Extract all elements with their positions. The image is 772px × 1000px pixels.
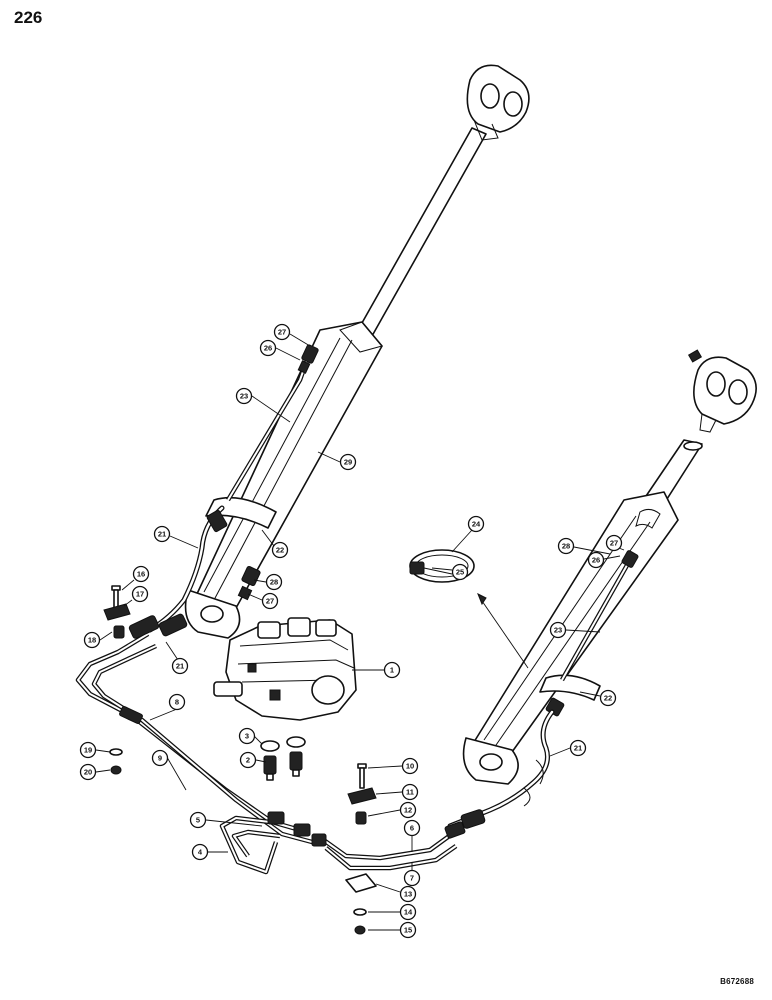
callout-3: 3 [238,727,256,745]
svg-text:15: 15 [404,926,412,935]
callout-10: 10 [401,757,419,775]
svg-text:1: 1 [390,666,394,675]
svg-text:24: 24 [472,520,481,529]
callout-26-right: 26 [587,551,605,569]
svg-text:13: 13 [404,890,412,899]
callout-15: 15 [399,921,417,939]
callout-7: 7 [403,869,421,887]
svg-text:23: 23 [240,392,248,401]
callout-21-lower: 21 [171,657,189,675]
callout-11: 11 [401,783,419,801]
callout-17: 17 [131,585,149,603]
svg-text:26: 26 [592,556,600,565]
svg-text:27: 27 [266,597,274,606]
callout-8: 8 [168,693,186,711]
leader-lines [95,333,625,931]
callout-29: 29 [339,453,357,471]
callout-21-upper: 21 [153,525,171,543]
svg-text:12: 12 [404,806,412,815]
callout-1: 1 [383,661,401,679]
svg-text:21: 21 [158,530,166,539]
svg-text:10: 10 [406,762,414,771]
svg-text:7: 7 [410,874,414,883]
svg-text:26: 26 [264,344,272,353]
callout-14: 14 [399,903,417,921]
svg-text:19: 19 [84,746,92,755]
callout-6: 6 [403,819,421,837]
callout-20: 20 [79,763,97,781]
svg-text:25: 25 [456,568,464,577]
callout-28-left: 28 [265,573,283,591]
control-valve [213,617,357,721]
svg-text:11: 11 [406,788,414,797]
callout-16: 16 [132,565,150,583]
svg-text:3: 3 [245,732,249,741]
drawing-id: B672688 [720,977,754,986]
svg-text:21: 21 [176,662,184,671]
callout-4: 4 [191,843,209,861]
svg-text:21: 21 [574,744,582,753]
hardware-left [103,585,131,775]
callout-22-left: 22 [271,541,289,559]
svg-text:22: 22 [276,546,284,555]
svg-text:6: 6 [410,824,414,833]
svg-text:5: 5 [196,816,200,825]
left-cylinder [147,64,530,639]
callout-18: 18 [83,631,101,649]
callout-27-left-bottom: 27 [261,592,279,610]
right-cylinder [447,349,757,829]
callout-23-right: 23 [549,621,567,639]
svg-text:9: 9 [158,754,162,763]
svg-text:8: 8 [175,698,179,707]
svg-text:23: 23 [554,626,562,635]
callout-23-left: 23 [235,387,253,405]
svg-text:2: 2 [246,756,250,765]
svg-text:27: 27 [278,328,286,337]
svg-text:28: 28 [270,578,278,587]
svg-text:18: 18 [88,636,96,645]
svg-text:16: 16 [137,570,145,579]
callout-5: 5 [189,811,207,829]
hardware-center [345,763,377,935]
tube-assemblies [75,613,466,875]
callout-25: 25 [451,563,469,581]
page-number: 226 [14,8,43,27]
callout-21-right: 21 [569,739,587,757]
callout-9: 9 [151,749,169,767]
svg-text:14: 14 [404,908,413,917]
callout-24: 24 [467,515,485,533]
svg-text:17: 17 [136,590,144,599]
svg-text:29: 29 [344,458,352,467]
svg-text:27: 27 [610,539,618,548]
svg-text:22: 22 [604,694,612,703]
callout-28-right: 28 [557,537,575,555]
callout-19: 19 [79,741,97,759]
callout-26-left: 26 [259,339,277,357]
callout-27-right: 27 [605,534,623,552]
callout-2: 2 [239,751,257,769]
callout-12: 12 [399,801,417,819]
svg-text:20: 20 [84,768,92,777]
callout-13: 13 [399,885,417,903]
svg-text:28: 28 [562,542,570,551]
callout-22-right: 22 [599,689,617,707]
svg-text:4: 4 [198,848,203,857]
callout-27-left-top: 27 [273,323,291,341]
